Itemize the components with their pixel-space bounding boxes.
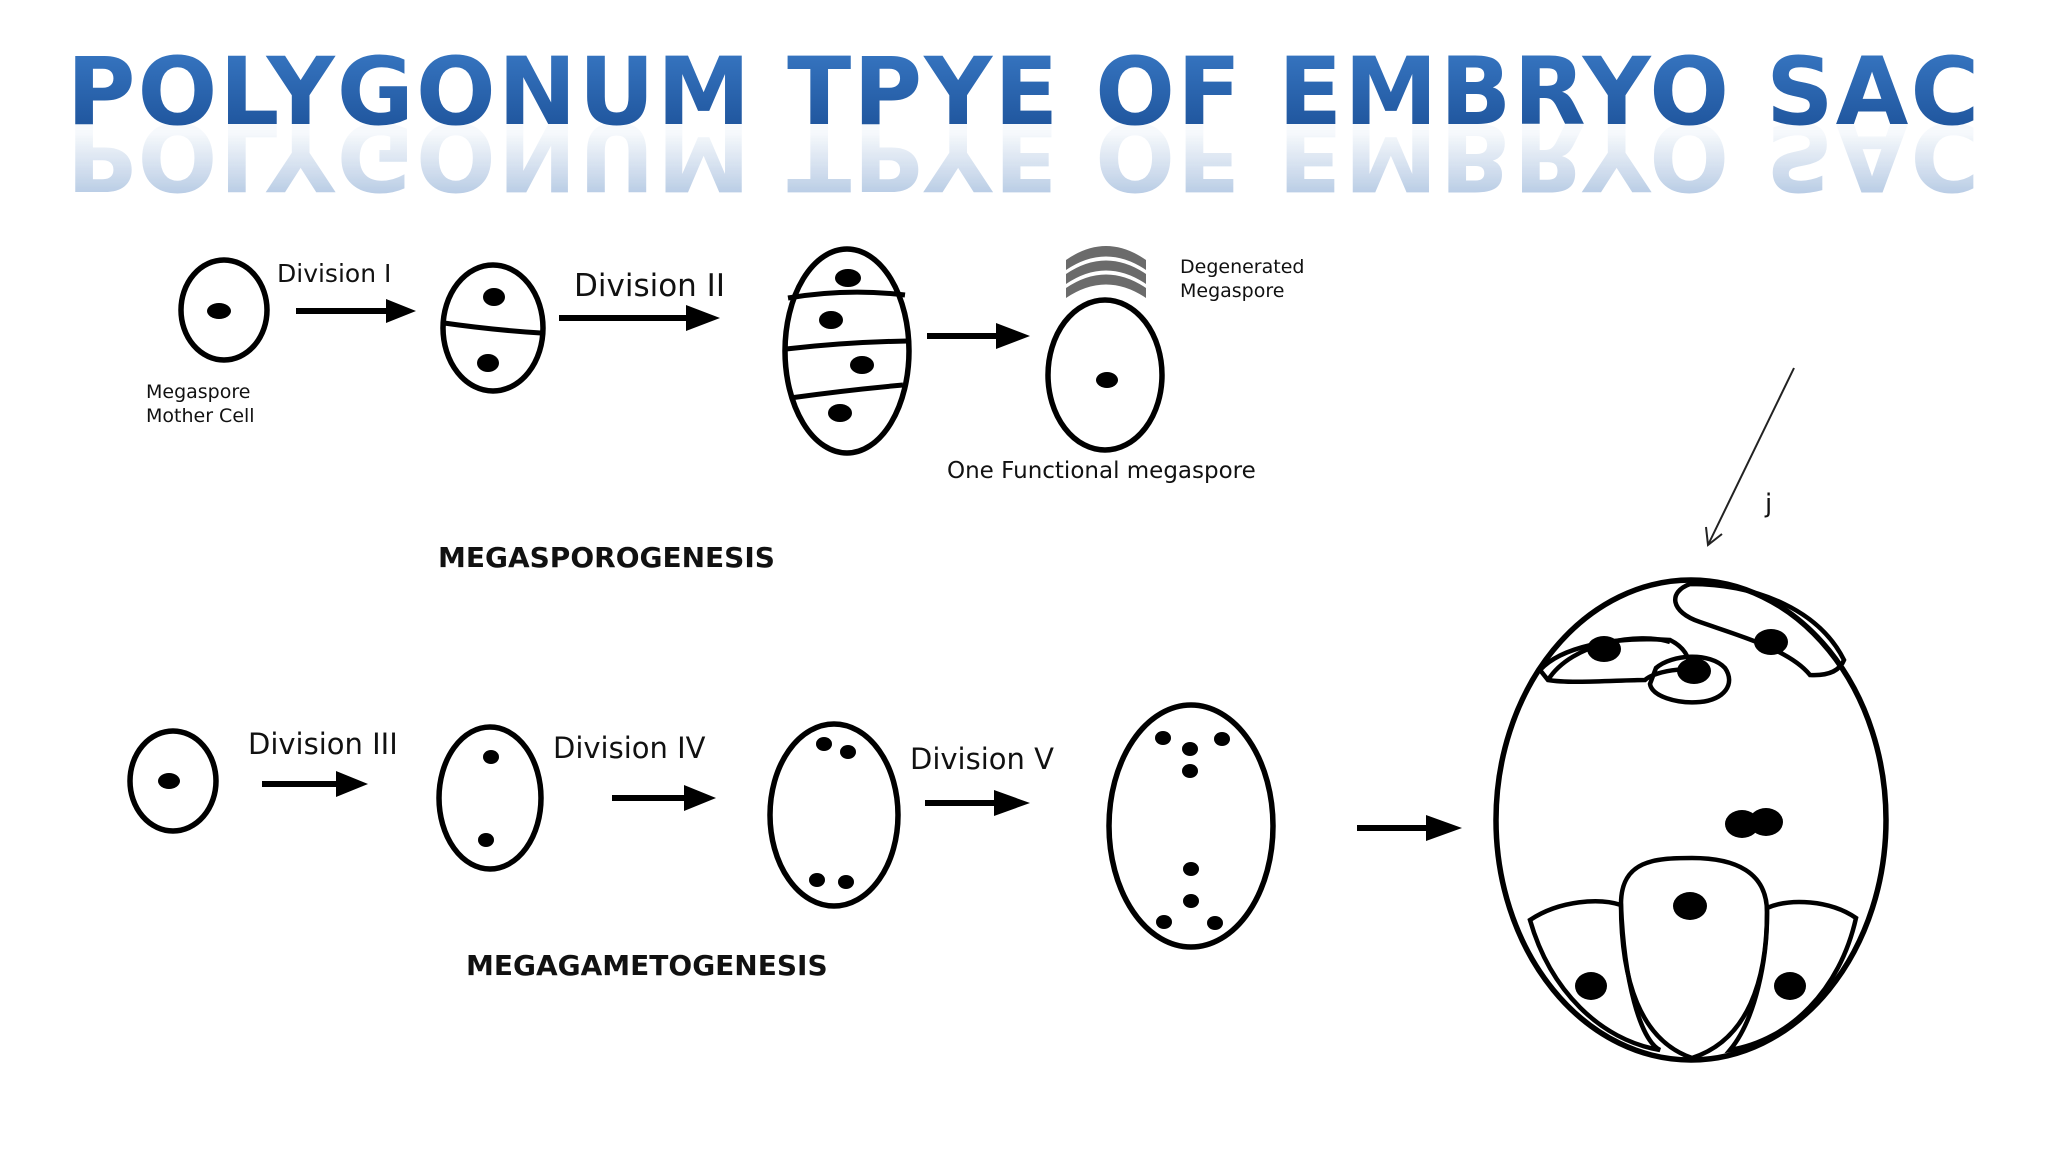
division-1-arrow	[296, 299, 416, 323]
annotation-arrow	[1705, 367, 1795, 547]
final-arrow	[1357, 815, 1462, 841]
degenerated-megaspores	[1066, 246, 1146, 298]
functional-arrow	[927, 323, 1030, 349]
division-2-label: Division II	[574, 268, 725, 304]
four-nucleate-sac	[767, 721, 901, 909]
functional-megaspore-label: One Functional megaspore	[947, 458, 1256, 484]
division-3-arrow	[262, 771, 368, 797]
division-2-arrow	[559, 305, 720, 331]
tetrad-cell	[782, 246, 912, 456]
mother-cell-label-2: Mother Cell	[146, 405, 255, 427]
megaspore-start-cell	[127, 728, 219, 834]
division-1-label: Division I	[277, 259, 391, 288]
division-4-label: Division IV	[553, 731, 706, 765]
division-4-arrow	[612, 785, 716, 811]
page-title: POLYGONUM TPYE OF EMBRYO SAC	[67, 38, 1982, 147]
mature-embryo-sac	[1493, 577, 1889, 1063]
mother-cell-label-1: Megaspore	[146, 381, 250, 403]
division-3-label: Division III	[248, 727, 398, 761]
megaspore-mother-cell	[178, 257, 270, 363]
megasporogenesis-label: MEGASPOROGENESIS	[438, 541, 775, 574]
annotation-letter: j	[1764, 489, 1772, 519]
division-5-arrow	[925, 790, 1030, 816]
division-5-label: Division V	[910, 742, 1054, 776]
megagametogenesis-label: MEGAGAMETOGENESIS	[466, 949, 828, 982]
degenerated-label-2: Megaspore	[1180, 280, 1284, 302]
page-title-reflection: POLYGONUM TPYE OF EMBRYO SAC	[67, 101, 1982, 210]
dyad-cell	[440, 262, 546, 394]
eight-nucleate-sac	[1106, 702, 1276, 950]
functional-megaspore	[1045, 297, 1165, 453]
two-nucleate-sac	[436, 724, 544, 872]
degenerated-label-1: Degenerated	[1180, 256, 1304, 278]
